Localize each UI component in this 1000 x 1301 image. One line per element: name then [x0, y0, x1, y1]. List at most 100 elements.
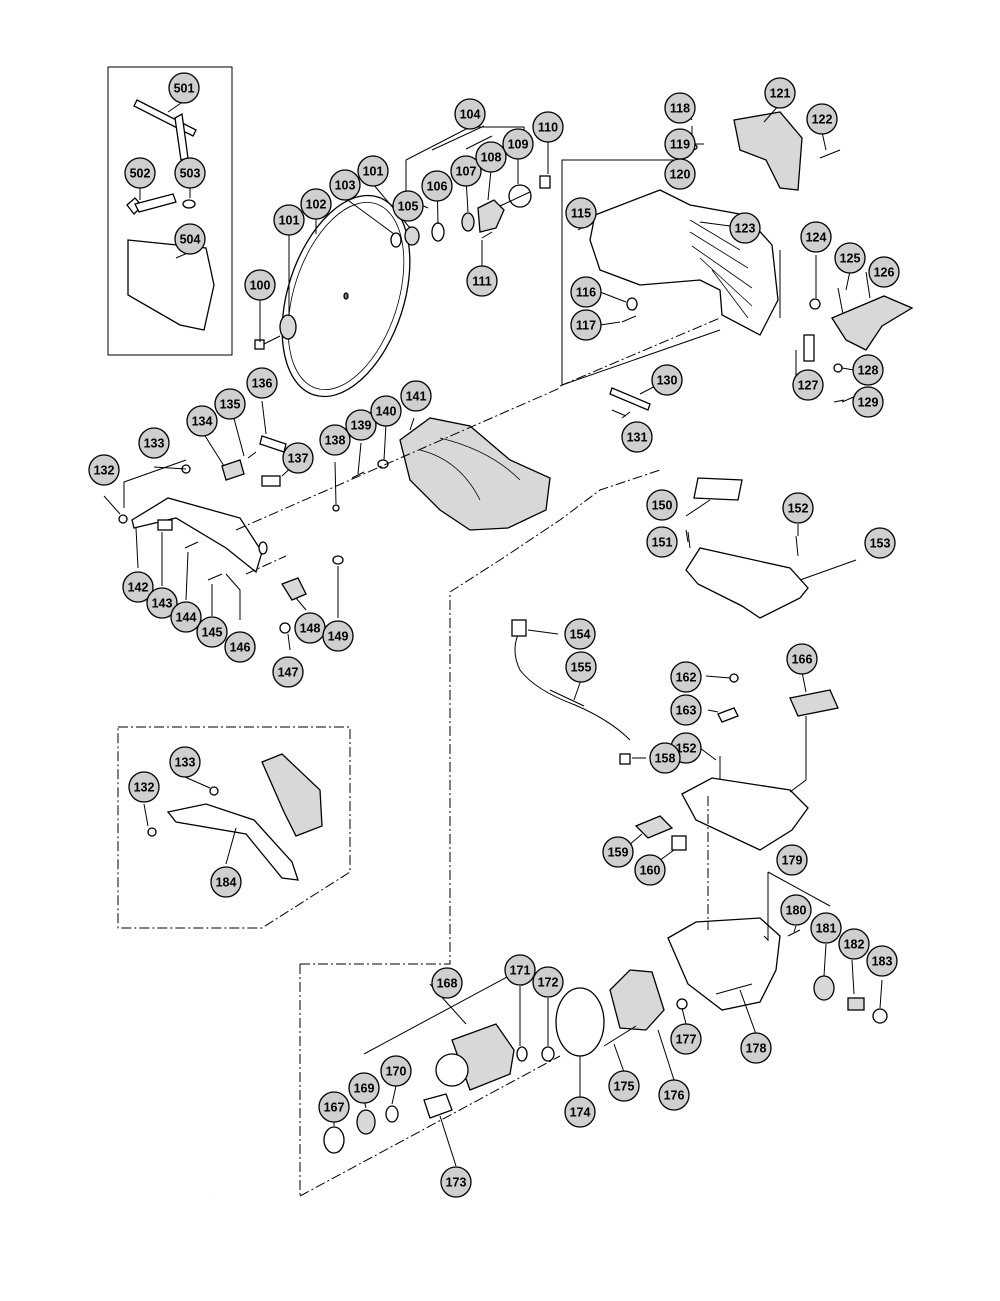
cap-183-part [872, 1008, 888, 1024]
collar-116-part [626, 297, 638, 311]
accessory-kit-frame [107, 66, 233, 356]
washer-103-part [390, 232, 402, 248]
callout-label: 171 [510, 964, 531, 978]
washer-133b-part [209, 786, 219, 796]
callout-label: 180 [786, 904, 807, 918]
callout-146: 146 [224, 631, 256, 663]
callout-circle [169, 746, 201, 778]
callout-170: 170 [380, 1055, 412, 1087]
callout-circle [670, 661, 702, 693]
callout-139: 139 [345, 409, 377, 441]
gear-cover-bracket-bottom [561, 329, 721, 386]
nut-128-part [833, 363, 843, 373]
callout-circle [670, 694, 702, 726]
callout-label: 168 [437, 977, 458, 991]
callout-135: 135 [214, 388, 246, 420]
callout-circle [651, 364, 683, 396]
screw-151-part [687, 531, 691, 549]
callout-133a: 133 [138, 427, 170, 459]
callout-label: 125 [840, 252, 861, 266]
spring-124-part [809, 298, 821, 310]
callout-label: 118 [670, 102, 690, 116]
callout-label: 117 [576, 319, 596, 333]
callout-label: 141 [406, 390, 427, 404]
callout-label: 172 [538, 976, 559, 990]
callout-circle [646, 526, 678, 558]
callout-label: 155 [571, 661, 592, 675]
callout-label: 105 [398, 200, 419, 214]
callout-178: 178 [740, 1032, 772, 1064]
callout-152a: 152 [782, 492, 814, 524]
callout-124: 124 [800, 221, 832, 253]
callout-circle [564, 618, 596, 650]
callout-label: 181 [816, 922, 837, 936]
callout-circle [806, 103, 838, 135]
callout-162: 162 [670, 661, 702, 693]
callout-label: 128 [858, 364, 879, 378]
callout-131: 131 [621, 421, 653, 453]
pin-180-part [787, 929, 801, 937]
callout-123: 123 [729, 212, 761, 244]
callout-180: 180 [780, 894, 812, 926]
callout-circle [210, 866, 242, 898]
callout-label: 104 [460, 108, 481, 122]
callout-label: 123 [735, 222, 756, 236]
callout-168: 168 [431, 967, 463, 999]
callout-label: 131 [627, 431, 648, 445]
washer-132b-part [147, 827, 157, 837]
screw-145-part [207, 573, 223, 581]
bolt-122-part [819, 149, 841, 159]
callout-circle [792, 369, 824, 401]
callout-166: 166 [786, 643, 818, 675]
callout-label: 126 [874, 266, 895, 280]
baffle-174-part [555, 987, 605, 1057]
gear-cover-bracket [561, 159, 682, 385]
callout-label: 120 [670, 168, 691, 182]
callout-circle [345, 409, 377, 441]
callout-circle [664, 92, 696, 124]
callout-116: 116 [570, 276, 602, 308]
callout-141: 141 [400, 380, 432, 412]
callout-128: 128 [852, 354, 884, 386]
armature-168-part [435, 1023, 515, 1091]
callout-circle [466, 265, 498, 297]
screw-131-part [621, 411, 631, 419]
callout-159: 159 [602, 836, 634, 868]
callout-102: 102 [300, 188, 332, 220]
callout-label: 135 [220, 398, 241, 412]
callout-circle [138, 427, 170, 459]
callout-circle [392, 190, 424, 222]
alternate-handle-frame [117, 726, 351, 929]
callout-circle [764, 77, 796, 109]
callout-circle [729, 212, 761, 244]
callout-label: 137 [288, 452, 309, 466]
callout-label: 145 [202, 626, 223, 640]
bearing-169-part [356, 1109, 376, 1135]
callout-label: 152 [788, 502, 809, 516]
callout-circle [370, 395, 402, 427]
callout-label: 102 [306, 198, 327, 212]
gear-cover-part [589, 189, 779, 336]
callout-160: 160 [634, 854, 666, 886]
callout-circle [634, 854, 666, 886]
callout-104: 104 [454, 98, 486, 130]
callout-label: 177 [676, 1033, 697, 1047]
callout-circle [810, 912, 842, 944]
callout-label: 149 [328, 630, 349, 644]
callout-circle [168, 72, 200, 104]
screw-111-part [481, 231, 493, 239]
callout-circle [649, 742, 681, 774]
callout-circle [838, 928, 870, 960]
callout-label: 101 [363, 165, 384, 179]
callout-183: 183 [866, 945, 898, 977]
callout-184: 184 [210, 866, 242, 898]
screw-178-part [715, 983, 753, 995]
safety-cover-detail [419, 437, 521, 501]
callout-circle [318, 1091, 350, 1123]
bearing-172-part [541, 1046, 555, 1062]
callout-179: 179 [776, 844, 808, 876]
callout-label: 111 [472, 275, 492, 289]
guide-arm-part [261, 753, 323, 837]
handle-121-part [733, 111, 803, 191]
